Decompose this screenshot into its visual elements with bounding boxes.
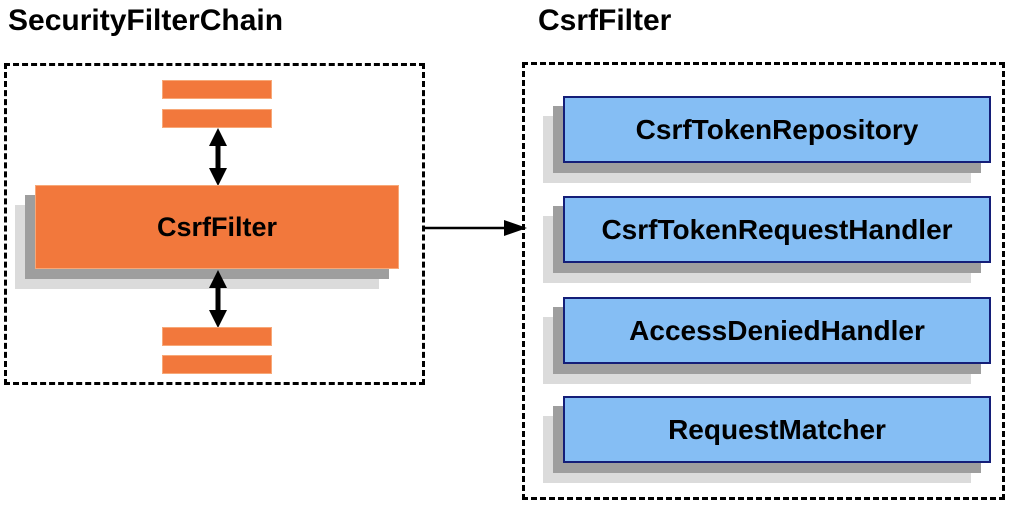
bidirectional-arrow-icon-bottom [209, 270, 227, 328]
right-arrow-icon-connector [424, 220, 527, 236]
component-label: RequestMatcher [668, 413, 886, 445]
bidirectional-arrow-icon-top [209, 128, 227, 186]
component-label: CsrfTokenRequestHandler [601, 213, 953, 245]
security-filter-chain-title: SecurityFilterChain [8, 4, 284, 37]
filter-placeholder-bar-top-2 [162, 109, 272, 128]
csrf-filter-node-label: CsrfFilter [156, 211, 278, 242]
csrf-filter-title: CsrfFilter [538, 4, 672, 37]
component-request-matcher: RequestMatcher [563, 396, 991, 463]
filter-placeholder-bar-bottom-2 [162, 355, 272, 374]
security-filter-chain-container: CsrfFilter [4, 63, 425, 385]
component-access-denied-handler: AccessDeniedHandler [563, 297, 991, 364]
component-label: CsrfTokenRepository [635, 113, 919, 145]
component-label: AccessDeniedHandler [629, 314, 925, 346]
csrf-filter-node: CsrfFilter [35, 185, 399, 269]
component-csrf-token-request-handler: CsrfTokenRequestHandler [563, 196, 991, 263]
filter-placeholder-bar-bottom-1 [162, 327, 272, 346]
component-csrf-token-repository: CsrfTokenRepository [563, 96, 991, 163]
filter-placeholder-bar-top-1 [162, 80, 272, 99]
csrf-filter-container: CsrfTokenRepository CsrfTokenRequestHand… [522, 62, 1005, 500]
